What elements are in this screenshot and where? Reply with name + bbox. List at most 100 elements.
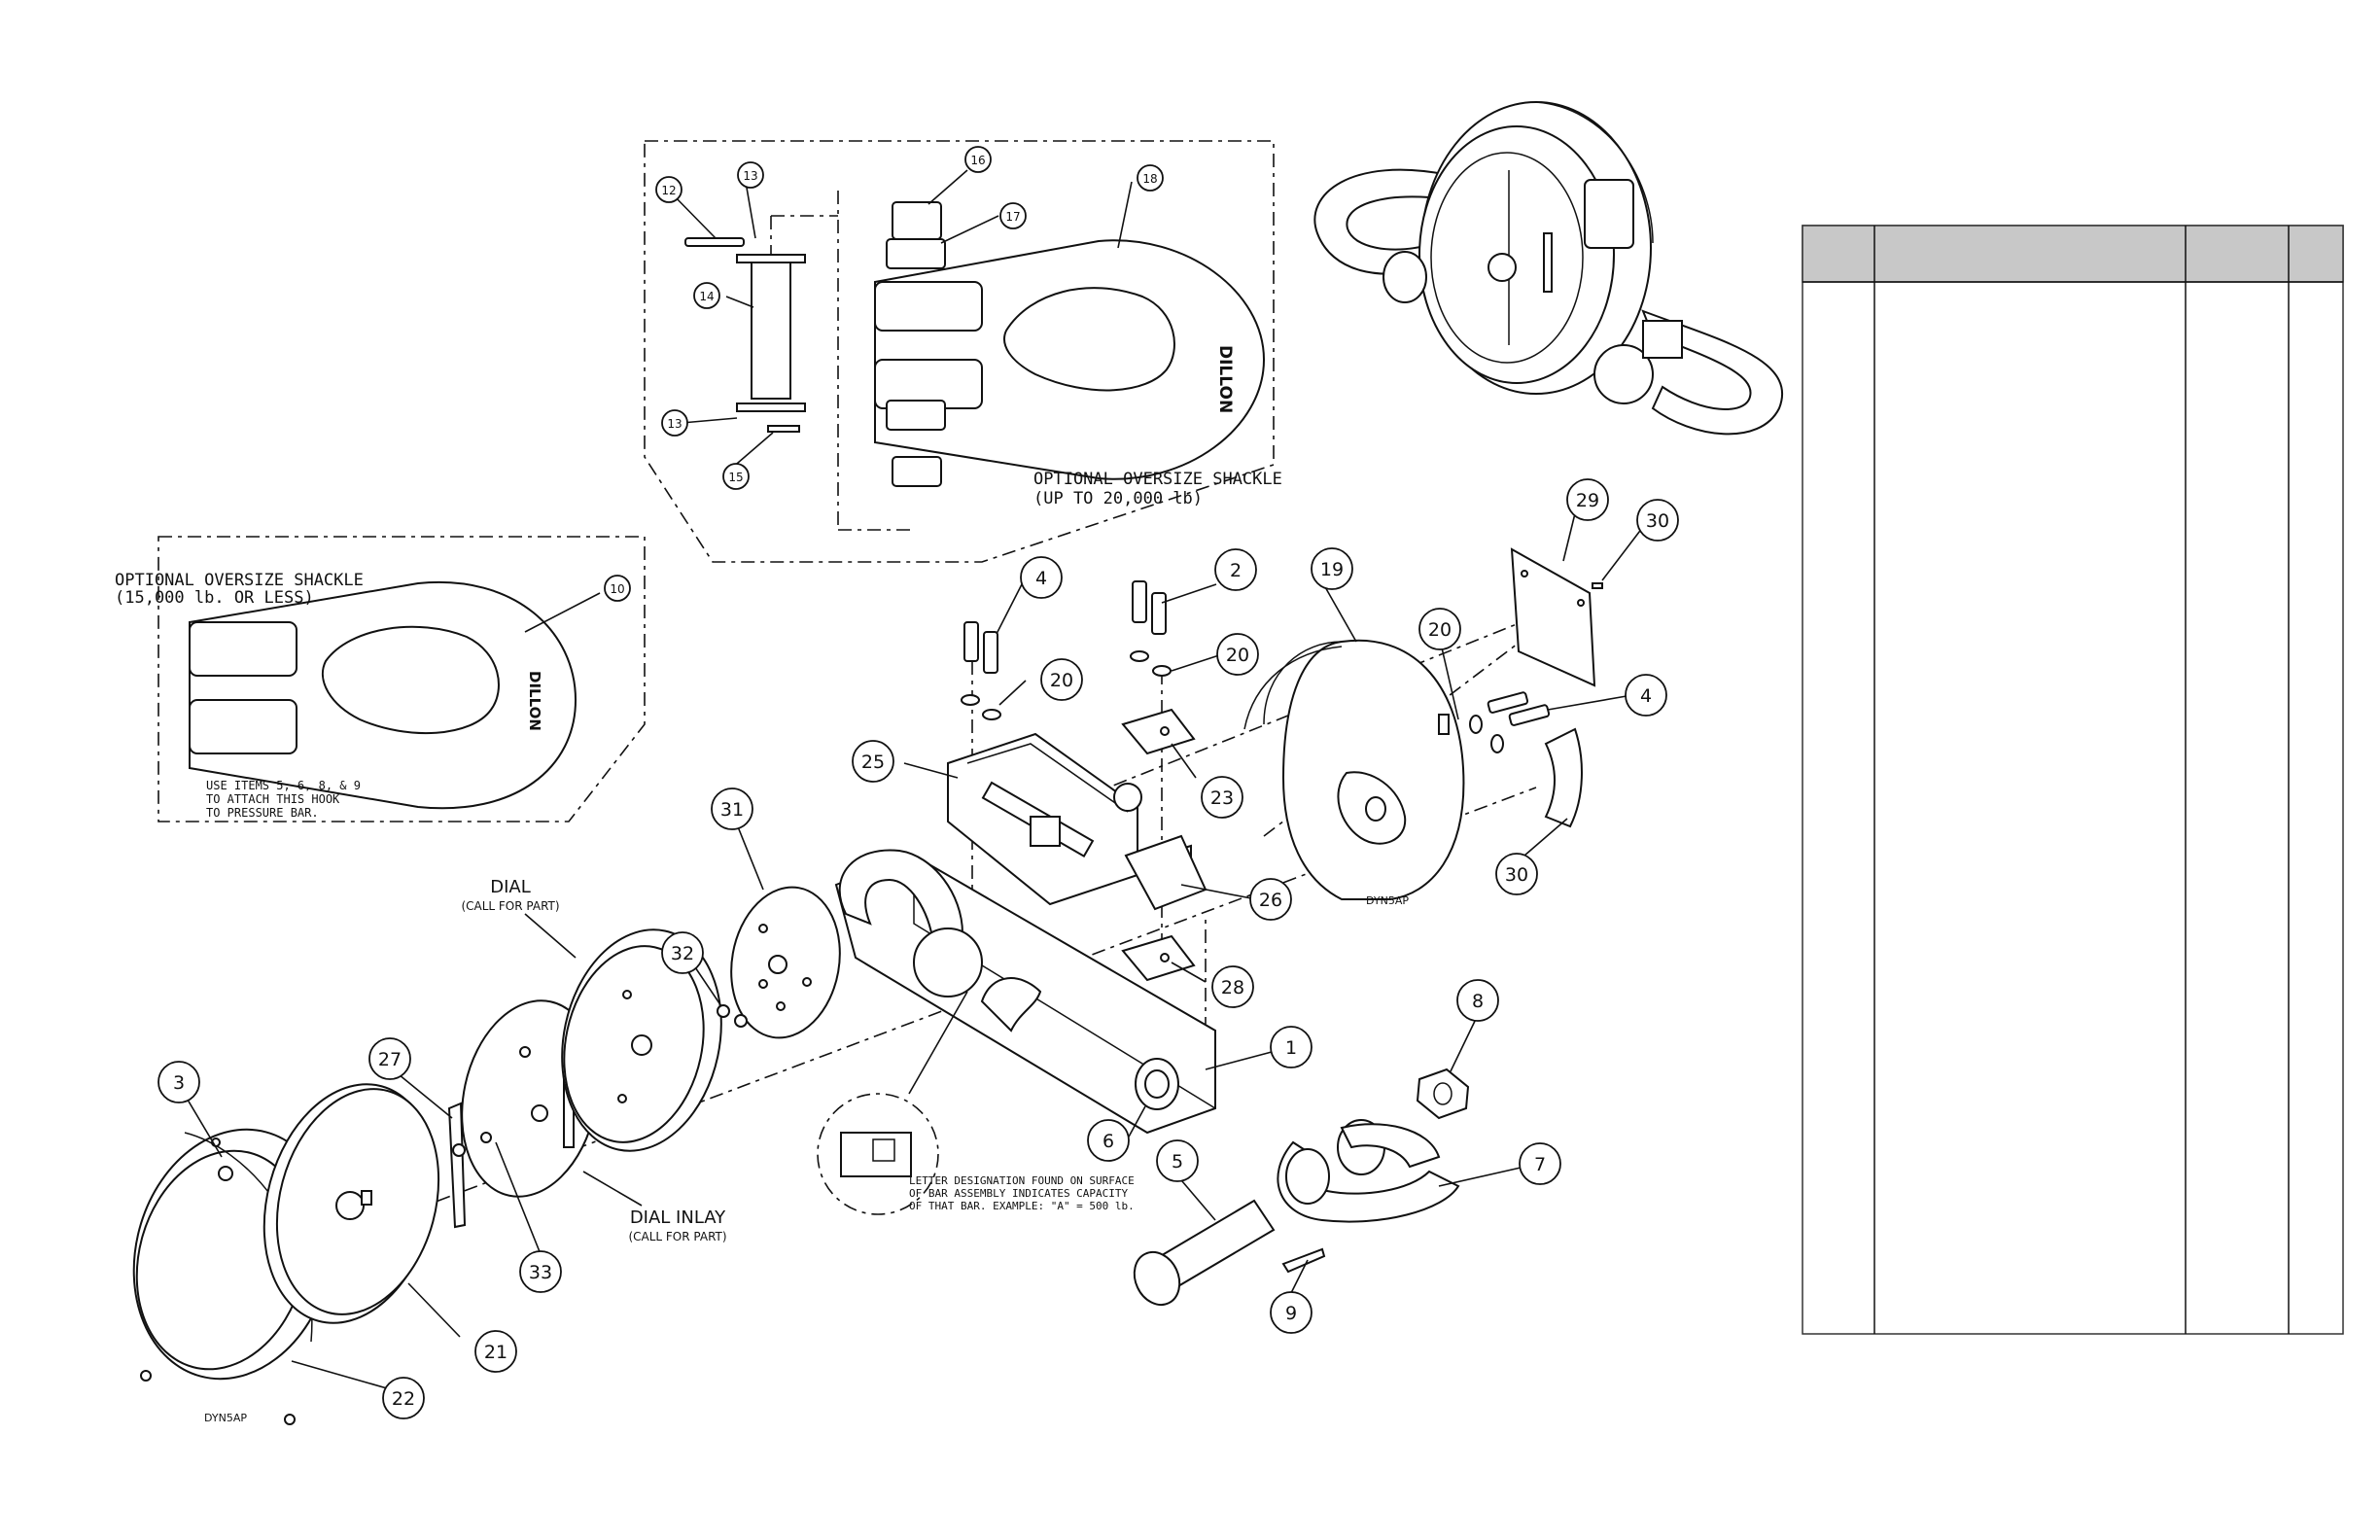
inset-oversize-shackle-15000: DILLON OPTIONAL OVERSIZE SHACKLE (15,000… <box>115 536 646 822</box>
callout-21: 21 <box>474 1330 517 1373</box>
callout-30-bottom: 30 <box>1495 853 1538 895</box>
note-oversize-title-large: OPTIONAL OVERSIZE SHACKLE <box>1033 470 1282 489</box>
cotter-pin <box>1281 1247 1326 1274</box>
note-letter-line3: OF THAT BAR. EXAMPLE: "A" = 500 lb. <box>909 1200 1135 1212</box>
note-dial: DIAL <box>490 877 531 897</box>
svg-text:28: 28 <box>1221 977 1244 998</box>
callout-1: 1 <box>1270 1026 1312 1068</box>
svg-text:12: 12 <box>661 184 676 197</box>
inset-oversize-shackle-20000: DILLON OPTIONAL OVERSIZE SHACKLE (UP TO … <box>644 140 1282 563</box>
cover-plate <box>1510 547 1596 687</box>
svg-text:29: 29 <box>1576 490 1599 511</box>
svg-text:26: 26 <box>1259 890 1282 911</box>
dial-ring <box>561 928 722 1152</box>
svg-text:30: 30 <box>1505 864 1528 886</box>
svg-text:25: 25 <box>861 752 885 773</box>
svg-text:8: 8 <box>1472 991 1484 1012</box>
callout-5: 5 <box>1156 1139 1199 1182</box>
svg-text:20: 20 <box>1226 645 1249 666</box>
callout-17: 17 <box>999 202 1027 229</box>
svg-text:5: 5 <box>1172 1151 1183 1172</box>
callout-25: 25 <box>852 740 894 783</box>
callout-30-top: 30 <box>1636 499 1679 542</box>
parts-list-header <box>1802 225 2344 283</box>
callout-32: 32 <box>661 931 704 974</box>
svg-text:2: 2 <box>1230 560 1242 581</box>
callout-4-housing: 4 <box>1625 674 1667 717</box>
svg-text:16: 16 <box>970 154 985 167</box>
svg-text:20: 20 <box>1050 670 1073 691</box>
svg-text:10: 10 <box>610 582 624 596</box>
pointer-needle <box>447 1102 467 1229</box>
svg-text:21: 21 <box>484 1342 508 1363</box>
svg-text:13: 13 <box>743 169 757 183</box>
main-exploded-view: DYN5AP <box>132 547 1603 1425</box>
housing-stamp: DYN5AP <box>1366 894 1409 907</box>
callout-12: 12 <box>655 176 682 203</box>
callout-15: 15 <box>722 463 750 490</box>
svg-text:9: 9 <box>1285 1303 1297 1324</box>
callout-2: 2 <box>1214 548 1257 591</box>
tab-plate-lower <box>1121 934 1196 982</box>
note-dial-inlay-call: (CALL FOR PART) <box>628 1230 726 1243</box>
svg-text:15: 15 <box>728 471 743 484</box>
svg-text:19: 19 <box>1320 559 1344 580</box>
callout-9: 9 <box>1270 1291 1312 1334</box>
callout-20-right: 20 <box>1216 633 1259 676</box>
callout-18: 18 <box>1137 164 1164 192</box>
callout-31: 31 <box>711 788 753 830</box>
svg-text:22: 22 <box>392 1388 415 1410</box>
svg-text:3: 3 <box>173 1072 185 1094</box>
callout-7: 7 <box>1519 1142 1561 1185</box>
tab-plate <box>1121 708 1196 755</box>
cap-screws-and-washers <box>961 580 1551 753</box>
svg-text:20: 20 <box>1428 619 1452 641</box>
note-dial-call: (CALL FOR PART) <box>461 899 559 913</box>
note-use-items-line2: TO ATTACH THIS HOOK <box>206 792 340 806</box>
shackle-brand-small: DILLON <box>526 671 543 731</box>
svg-text:14: 14 <box>699 290 714 303</box>
callout-13-bottom: 13 <box>661 409 688 437</box>
mounting-plate <box>730 886 841 1039</box>
callout-33: 33 <box>519 1250 562 1293</box>
svg-text:13: 13 <box>667 417 682 431</box>
letter-designation-detail: LETTER DESIGNATION FOUND ON SURFACE OF B… <box>817 991 1135 1215</box>
svg-text:18: 18 <box>1142 172 1157 186</box>
note-dial-inlay: DIAL INLAY <box>630 1208 726 1228</box>
callout-23: 23 <box>1201 776 1243 819</box>
svg-text:32: 32 <box>671 943 694 964</box>
callout-20-left: 20 <box>1040 658 1083 701</box>
svg-text:30: 30 <box>1646 510 1669 532</box>
note-letter-line2: OF BAR ASSEMBLY INDICATES CAPACITY <box>909 1187 1129 1200</box>
svg-text:31: 31 <box>720 799 744 821</box>
note-oversize-capacity-large: (UP TO 20,000 lb) <box>1033 489 1203 508</box>
leader-lines <box>178 169 1650 1389</box>
callout-27: 27 <box>368 1037 411 1080</box>
callout-4: 4 <box>1020 556 1063 599</box>
svg-text:17: 17 <box>1005 210 1020 224</box>
note-use-items-line1: USE ITEMS 5, 6, 8, & 9 <box>206 779 361 792</box>
lens <box>262 1083 440 1324</box>
callout-16: 16 <box>964 146 992 173</box>
bezel-stamp: DYN5AP <box>204 1412 247 1424</box>
svg-text:23: 23 <box>1210 788 1234 809</box>
callout-3: 3 <box>158 1061 200 1103</box>
assembled-dynamometer-view <box>1313 101 1783 436</box>
callout-8: 8 <box>1456 979 1499 1022</box>
movement-mechanism <box>947 732 1192 906</box>
svg-text:27: 27 <box>378 1049 402 1070</box>
callout-10: 10 <box>604 575 631 602</box>
note-use-items-line3: TO PRESSURE BAR. <box>206 806 319 820</box>
callout-22: 22 <box>382 1377 425 1419</box>
callout-26: 26 <box>1249 878 1292 921</box>
svg-text:4: 4 <box>1035 568 1047 589</box>
svg-text:6: 6 <box>1102 1131 1114 1152</box>
note-oversize-title-small: OPTIONAL OVERSIZE SHACKLE <box>115 571 364 590</box>
callout-28: 28 <box>1211 965 1254 1008</box>
svg-text:1: 1 <box>1285 1037 1297 1059</box>
note-letter-line1: LETTER DESIGNATION FOUND ON SURFACE <box>909 1174 1135 1187</box>
clevis-shackle <box>1277 1119 1460 1223</box>
shackle-brand-large: DILLON <box>1215 345 1235 413</box>
callout-13-top: 13 <box>737 161 764 189</box>
label-strip <box>1544 727 1583 828</box>
